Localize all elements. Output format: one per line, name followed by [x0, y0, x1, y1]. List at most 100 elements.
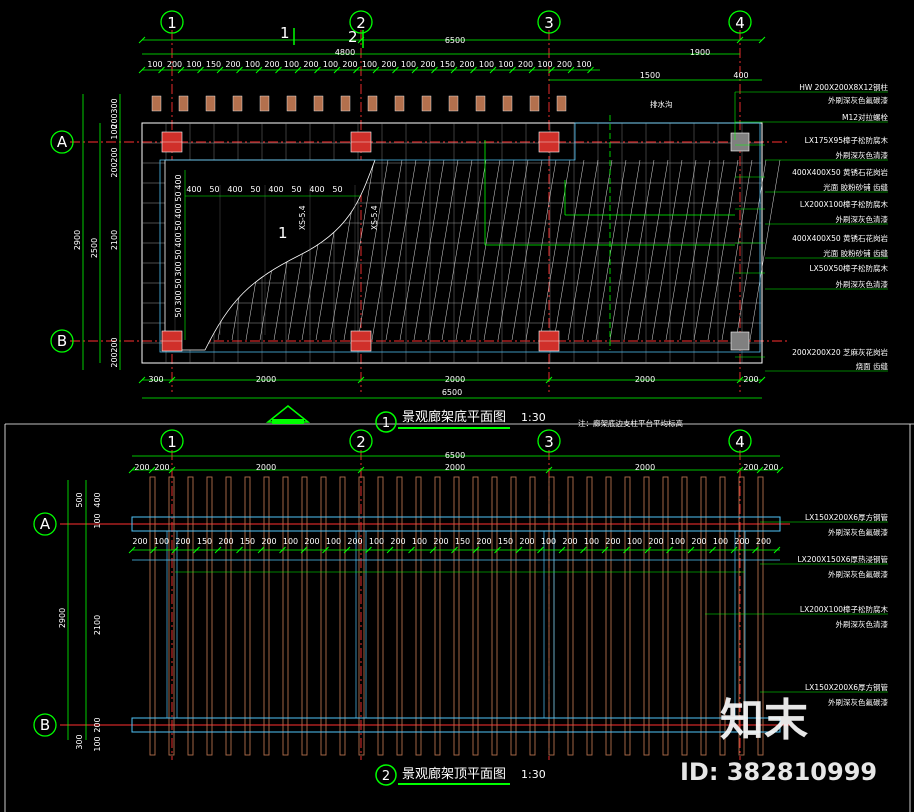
dim-tick	[255, 66, 263, 74]
annotation-label: LX200X100樟子松防腐木	[800, 604, 889, 614]
dim-inner-col: 50	[174, 278, 183, 288]
dim-tick	[644, 546, 652, 554]
plan-1-title-block: 1 景观廊架底平面图 1:30 注：廊架底边支柱平台平均标高	[375, 409, 683, 433]
longitudinal-beam	[355, 530, 367, 719]
section-mark: 2	[348, 28, 358, 46]
annotation-label: 外刷深灰色清漆	[836, 150, 889, 160]
rafter-timber	[377, 476, 384, 756]
rafter-timber	[605, 476, 612, 756]
dim-tick	[214, 546, 222, 554]
rafter-timber	[567, 476, 574, 756]
dim-mid: 200	[433, 537, 448, 546]
dim-top-small: 200	[342, 60, 357, 69]
plan-2-number-circle	[375, 764, 397, 786]
timber-post	[529, 95, 540, 112]
dim-mid: 100	[670, 537, 685, 546]
hatch-line	[483, 159, 515, 341]
dim-left-mid: 2500	[90, 238, 99, 258]
rafter-timber	[586, 476, 593, 756]
dim-tick	[150, 546, 157, 554]
hatch-line	[455, 159, 487, 341]
hatch-line	[651, 159, 683, 341]
plan-2-title: 景观廊架顶平面图	[402, 766, 506, 782]
dim-tick	[567, 66, 575, 74]
timber-post	[259, 95, 270, 112]
dim-tick	[236, 66, 243, 74]
dim-top-small: 200	[225, 60, 240, 69]
dim-mid: 100	[412, 537, 427, 546]
dim-tick	[730, 546, 738, 554]
grid-bubble-label: 2	[356, 14, 366, 32]
dim-top-small: 200	[518, 60, 533, 69]
rafter-timber	[396, 476, 403, 756]
dim-left-inner: 300	[75, 734, 84, 749]
rafter-timber	[643, 476, 650, 756]
dim-top: 200	[154, 463, 169, 472]
rafter-timber	[415, 476, 422, 756]
annotation-label: 外刷深灰色清漆	[836, 214, 889, 224]
dim-tick	[666, 546, 673, 554]
dim-tick	[148, 466, 156, 474]
dim-top-small: 200	[420, 60, 435, 69]
section-ref: XS-5.4	[370, 205, 379, 230]
dim-bottom: 300	[148, 375, 163, 384]
annotation-label: 光面 胶粉砂铺 齿缝	[823, 182, 888, 192]
dim-mid: 200	[756, 537, 771, 546]
dim-mid: 200	[605, 537, 620, 546]
dim-tick	[623, 546, 630, 554]
grid-bubble-4	[728, 10, 752, 34]
dim-tick	[451, 546, 458, 554]
dim-tick	[408, 546, 415, 554]
dim-top: 2000	[445, 463, 465, 472]
rafter-timber	[187, 476, 194, 756]
dim-tick	[322, 546, 329, 554]
dim-inner-col: 50	[174, 191, 183, 201]
rafter-timber	[206, 476, 213, 756]
dim-top-small: 100	[537, 60, 552, 69]
longitudinal-beam	[734, 530, 746, 719]
dim-tick	[537, 546, 544, 554]
dim-inner-col: 400	[174, 203, 183, 218]
rafter-timber	[168, 476, 175, 756]
dim-tick	[687, 546, 695, 554]
dim-tick	[528, 66, 536, 74]
dim-inner-row: 50	[332, 185, 342, 194]
section-arrow-symbol	[265, 405, 311, 424]
hatch-line	[665, 159, 697, 341]
dim-mid: 200	[261, 537, 276, 546]
annotation-label: LX150X200X6厚方钢管	[805, 512, 888, 522]
dim-tick	[758, 36, 766, 44]
grid-bubble-label: 3	[544, 433, 554, 451]
steel-column-grey	[730, 132, 750, 152]
dim-tick	[343, 546, 351, 554]
dim-inner-col: 300	[174, 290, 183, 305]
timber-post	[178, 95, 189, 112]
timber-post	[367, 95, 378, 112]
watermark-brand: 知末	[720, 695, 808, 746]
grid-bubble-label: 2	[356, 433, 366, 451]
dim-mid: 200	[476, 537, 491, 546]
plan-2-title-block: 2 景观廊架顶平面图 1:30	[375, 764, 546, 786]
longitudinal-beam	[166, 530, 178, 719]
annotation-label: 外刷深灰色清漆	[836, 279, 889, 289]
dim-left-inner: 200	[110, 337, 119, 352]
annotation-label: 烧面 齿缝	[856, 361, 889, 371]
dim-inner-col: 300	[174, 261, 183, 276]
dim-tick	[545, 466, 553, 474]
annotation-label: LX150X200X6厚方钢管	[805, 682, 888, 692]
grid-bubble-3	[537, 10, 561, 34]
rafter-timber	[529, 476, 536, 756]
dim-top: 200	[763, 463, 778, 472]
dim-tick	[470, 66, 477, 74]
dim-mid: 100	[369, 537, 384, 546]
drain-label: 排水沟	[650, 99, 673, 109]
grid-bubble-2	[349, 429, 373, 453]
plan-1-number-circle	[375, 411, 397, 433]
dim-tick	[353, 66, 360, 74]
hatch-line	[469, 159, 501, 341]
grid-bubble-2	[349, 10, 373, 34]
hatch-line	[693, 159, 725, 341]
dim-top-small: 200	[557, 60, 572, 69]
steel-column-grey	[730, 331, 750, 351]
